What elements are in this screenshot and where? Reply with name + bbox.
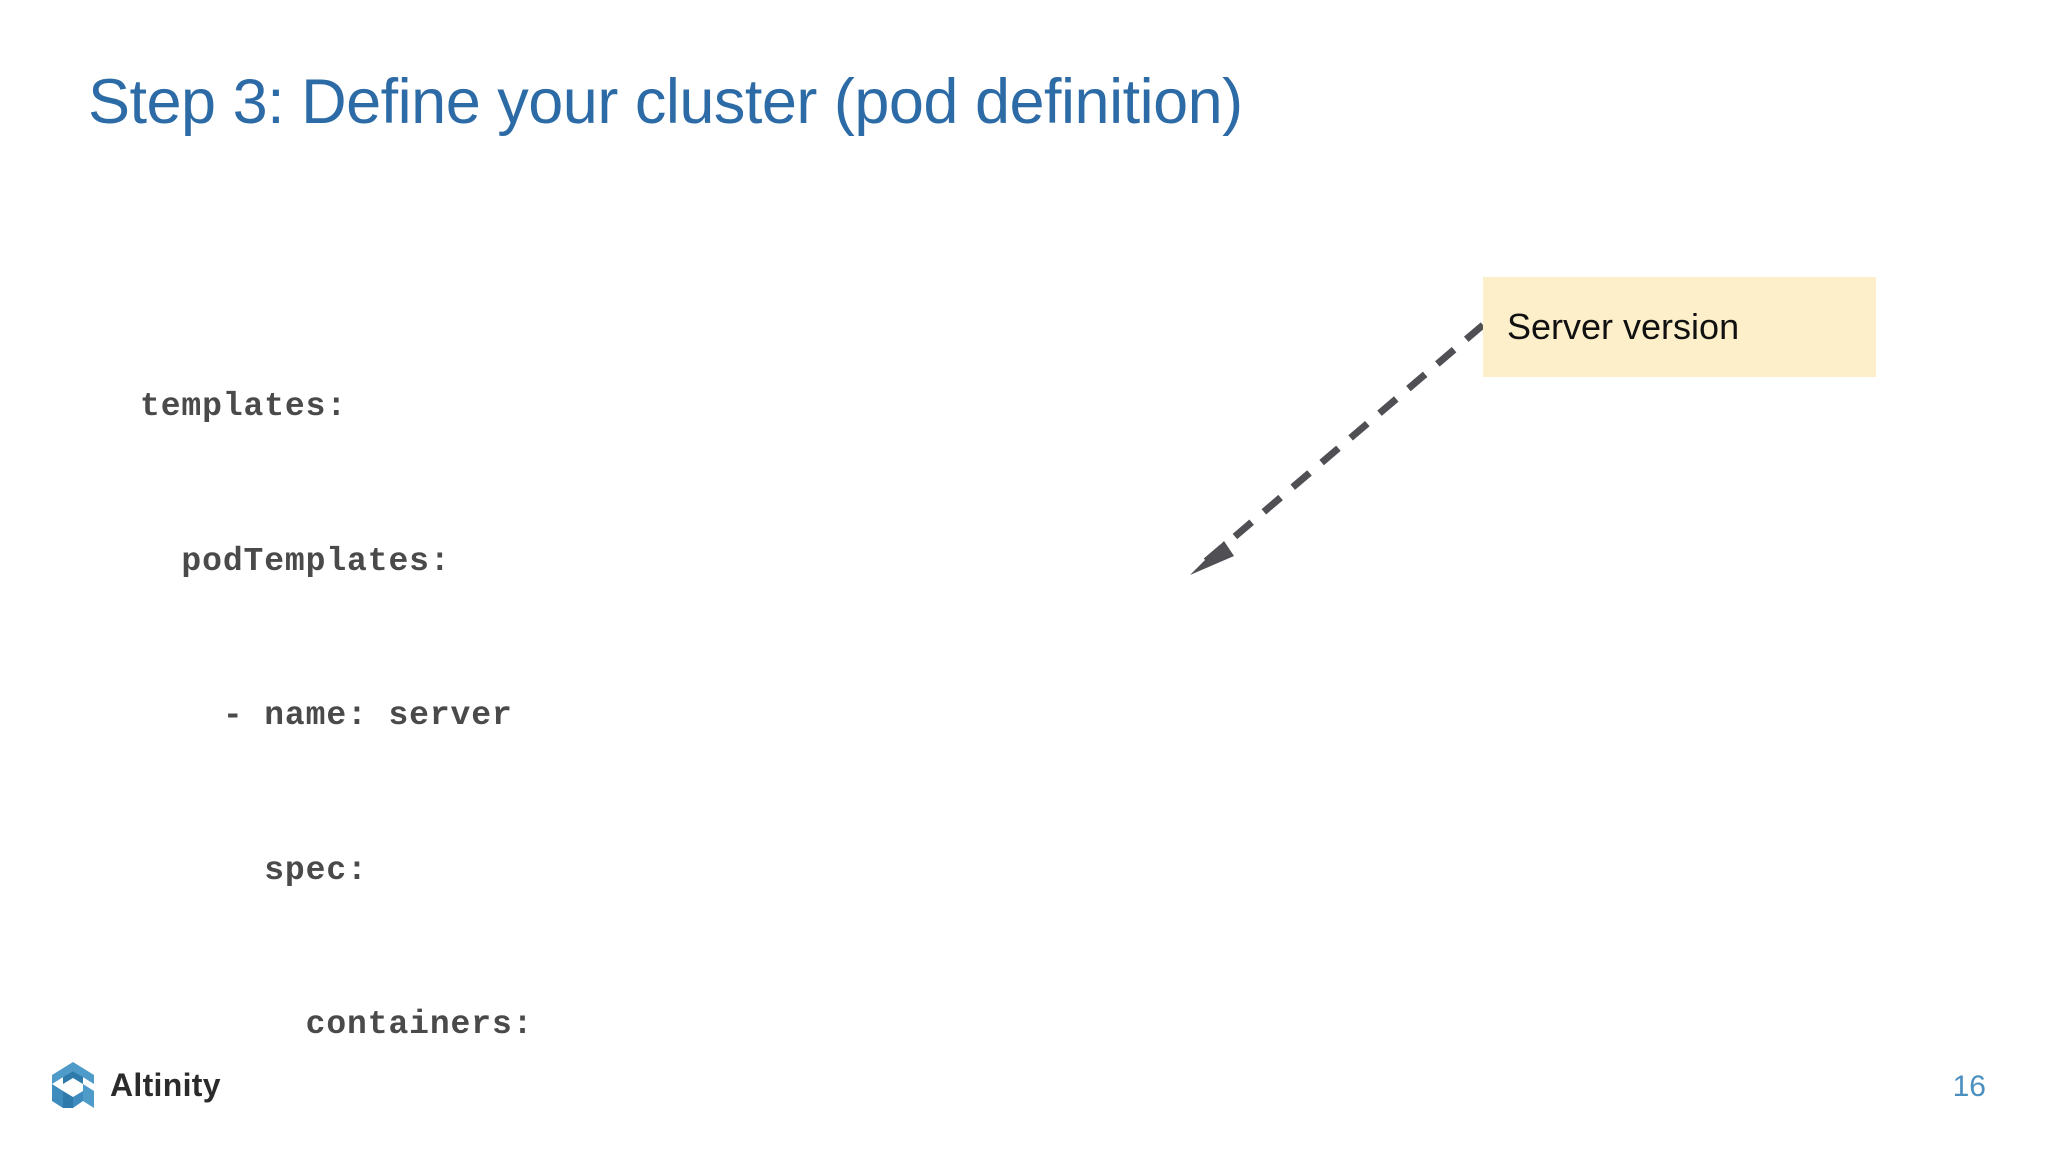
brand-footer: Altinity [50,1060,221,1110]
code-line: containers: [140,1006,534,1043]
altinity-arch-logo-icon [52,1062,94,1108]
page-number: 16 [1952,1070,1986,1103]
code-block: templates: podTemplates: - name: server … [140,278,1569,1152]
callout-box: Server version [1483,277,1876,377]
code-line: - name: server [140,697,513,734]
brand-name: Altinity [110,1066,221,1103]
callout-label: Server version [1507,306,1740,347]
code-line: podTemplates: [140,542,451,580]
code-line: spec: [140,851,368,889]
page-title: Step 3: Define your cluster (pod definit… [88,67,1243,137]
code-line: templates: [140,388,348,425]
